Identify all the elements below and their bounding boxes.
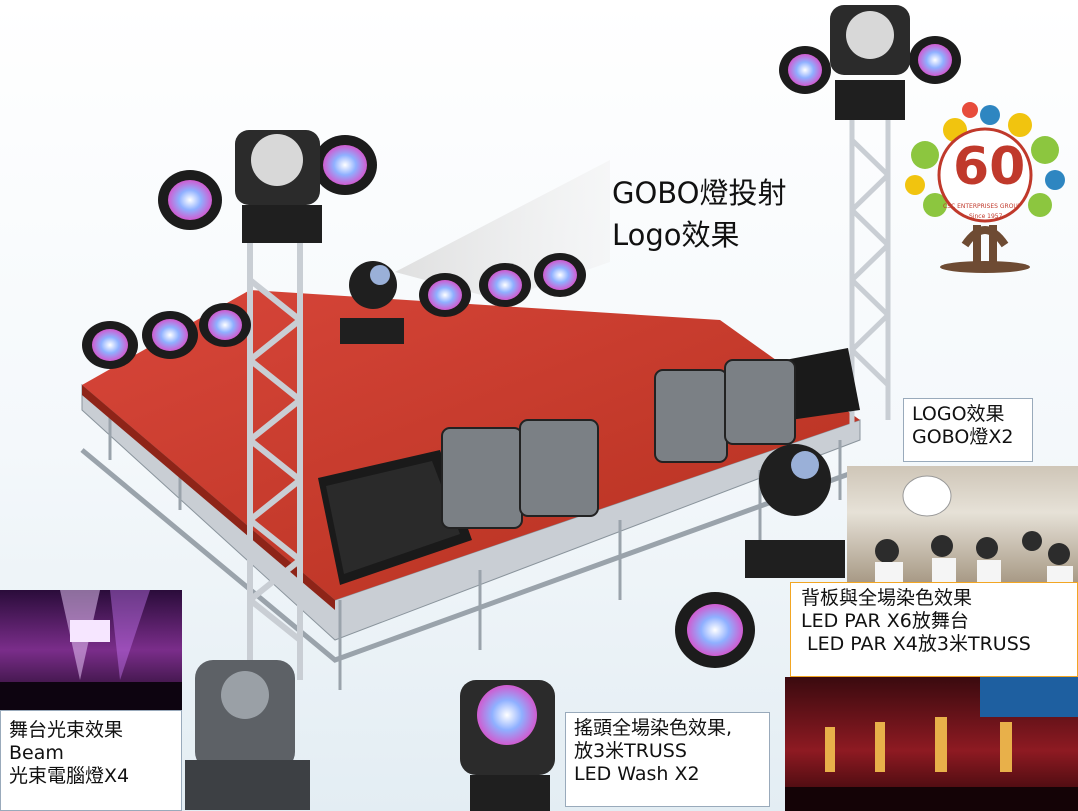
gobo-callout-line2: Logo效果 — [612, 218, 740, 252]
beam-line3: 光束電腦燈X4 — [9, 765, 130, 788]
backdrop-line1: 背板與全場染色效果 — [801, 587, 973, 609]
moving-head-line1: 搖頭全場染色效果, — [574, 717, 733, 739]
stage-beam-box: 舞台光束效果 Beam 光束電腦燈X4 — [0, 710, 182, 811]
led-wash-top — [235, 5, 910, 243]
concert-scene — [0, 590, 182, 710]
logo-effect-box: LOGO效果 GOBO燈X2 — [903, 398, 1033, 462]
logo-effect-line2: GOBO燈X2 — [912, 426, 1014, 449]
right-truss — [849, 110, 891, 430]
banquet-photo — [847, 466, 1078, 582]
emblem-text: CSC ENTERPRISES GROUP — [943, 203, 1022, 210]
backdrop-line3: LED PAR X4放3米TRUSS — [801, 633, 1031, 656]
beam-moving-head — [185, 660, 310, 810]
beam-line2: Beam — [9, 742, 64, 765]
emblem-since: Since 1957 — [969, 213, 1003, 220]
emblem-graphic — [905, 102, 1065, 273]
led-wash-bottom — [460, 680, 555, 811]
left-truss — [247, 240, 303, 690]
banquet-scene — [875, 475, 1073, 582]
performance-scene — [785, 677, 1078, 811]
speaker-right — [785, 348, 860, 420]
gobo-fixture-right — [745, 444, 845, 578]
gobo-callout-line1: GOBO燈投射 — [612, 176, 787, 210]
moving-head-line3: LED Wash X2 — [574, 763, 700, 786]
led-par-cans — [82, 36, 961, 668]
logo-effect-line1: LOGO效果 — [912, 403, 1005, 425]
emblem-number: 60 — [953, 137, 1026, 197]
backdrop-wash-box: 背板與全場染色效果 LED PAR X6放舞台 LED PAR X4放3米TRU… — [790, 582, 1078, 677]
beam-line1: 舞台光束效果 — [9, 719, 124, 741]
performance-photo — [785, 677, 1078, 811]
moving-head-line2: 放3米TRUSS — [574, 740, 687, 763]
concert-beam-photo — [0, 590, 182, 710]
csc-60-emblem: 60 CSC ENTERPRISES GROUP Since 1957 — [895, 95, 1075, 275]
moving-head-wash-box: 搖頭全場染色效果, 放3米TRUSS LED Wash X2 — [565, 712, 770, 807]
speaker-left — [318, 450, 472, 585]
gobo-callout: GOBO燈投射 Logo效果 — [612, 172, 787, 256]
gobo-fixture — [340, 261, 404, 344]
moving-heads-stage — [441, 359, 796, 529]
backdrop-line2: LED PAR X6放舞台 — [801, 610, 969, 633]
